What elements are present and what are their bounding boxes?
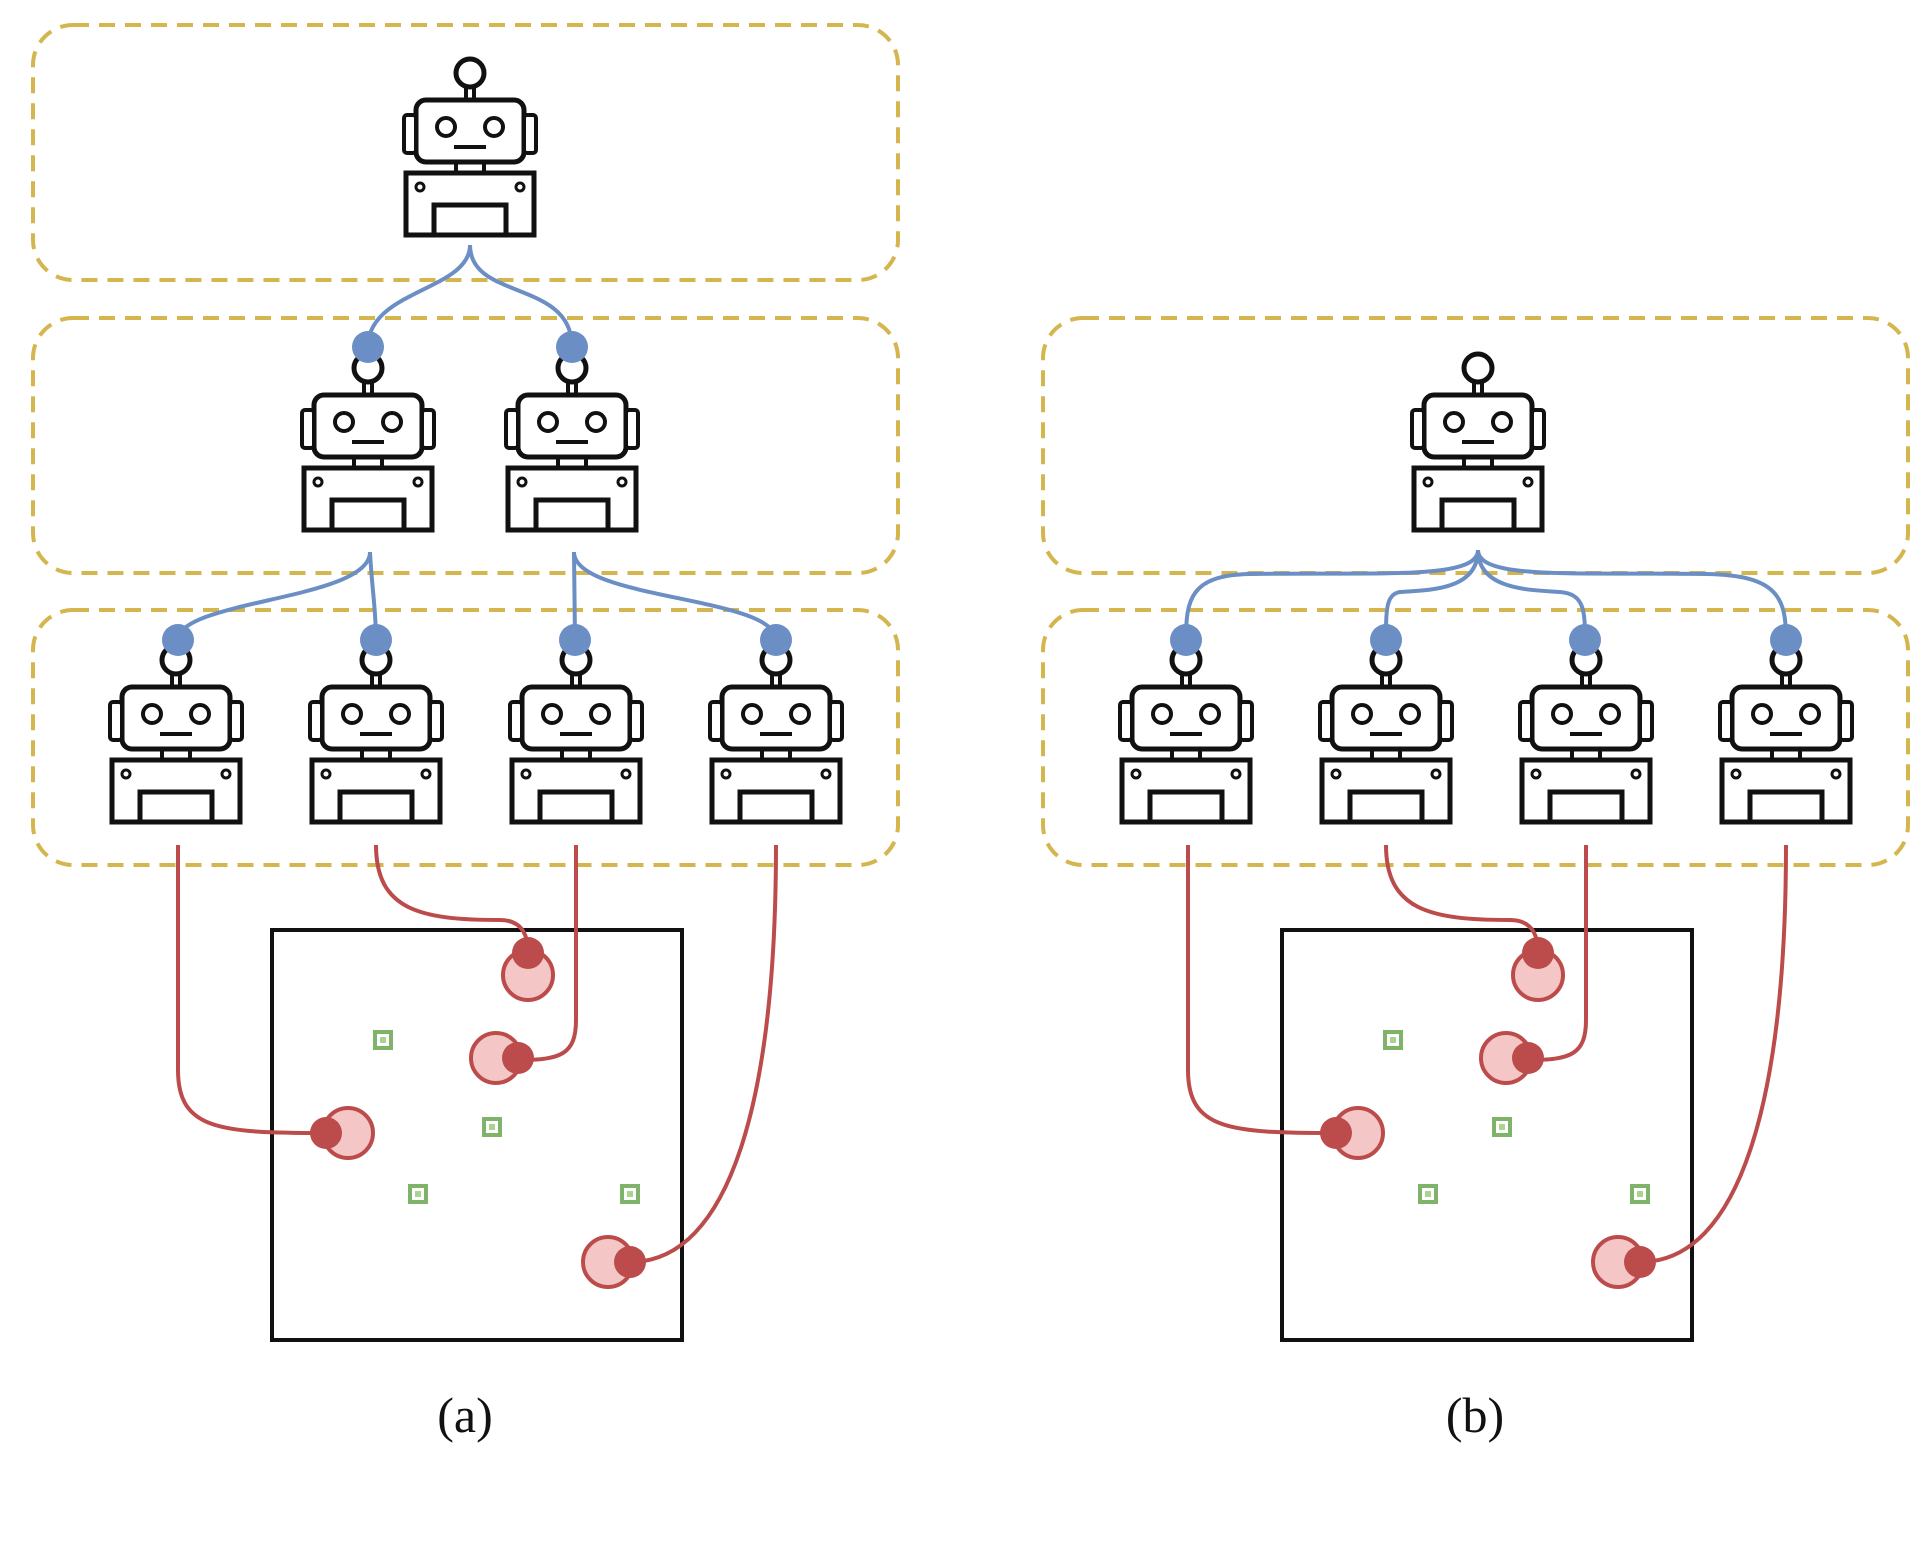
connector-dot-icon	[1770, 624, 1802, 656]
robot-icon	[1520, 646, 1652, 822]
hierarchy-links-a	[176, 244, 778, 641]
robot-icon	[510, 646, 642, 822]
agent-circle-icon	[1591, 1235, 1658, 1289]
landmark-square-icon	[1418, 1184, 1438, 1204]
panel-caption: (a)	[437, 1387, 493, 1443]
robot-icon	[1412, 354, 1544, 530]
environment-box-a	[270, 928, 684, 1342]
robot-icon	[110, 646, 242, 822]
connector-dot-icon	[1370, 624, 1402, 656]
panel-a: (a)	[31, 23, 900, 1443]
robot-icon	[1120, 646, 1252, 822]
hierarchy-links-b	[1184, 549, 1788, 641]
panel-caption: (b)	[1446, 1387, 1504, 1443]
landmark-square-icon	[1492, 1117, 1512, 1137]
environment-box-b	[1280, 928, 1694, 1342]
agent-circle-icon	[581, 1235, 648, 1289]
panel-b: (b)	[1041, 316, 1910, 1443]
landmark-square-icon	[620, 1184, 640, 1204]
landmark-square-icon	[373, 1030, 393, 1050]
robot-icon	[1320, 646, 1452, 822]
connector-dot-icon	[556, 331, 588, 363]
agent-circle-icon	[469, 1031, 536, 1085]
connector-dot-icon	[760, 624, 792, 656]
landmark-square-icon	[1630, 1184, 1650, 1204]
landmark-square-icon	[1383, 1030, 1403, 1050]
connector-dot-icon	[559, 624, 591, 656]
robot-icon	[710, 646, 842, 822]
layer-box-b-bottom	[1041, 608, 1910, 867]
agent-circle-icon	[308, 1106, 375, 1160]
agent-links-a	[176, 844, 778, 1264]
layer-box-a-middle	[31, 316, 900, 575]
layer-box-b-top	[1041, 316, 1910, 575]
connector-dot-icon	[352, 331, 384, 363]
robot-icon	[1720, 646, 1852, 822]
agent-circle-icon	[501, 935, 555, 1002]
connector-dot-icon	[1569, 624, 1601, 656]
robot-icon	[302, 354, 434, 530]
connector-dot-icon	[1170, 624, 1202, 656]
robot-icon	[310, 646, 442, 822]
robot-icon	[506, 354, 638, 530]
landmark-square-icon	[482, 1117, 502, 1137]
landmark-square-icon	[408, 1184, 428, 1204]
layer-box-a-top	[31, 23, 900, 282]
connector-dot-icon	[162, 624, 194, 656]
agent-circle-icon	[1511, 935, 1565, 1002]
agent-circle-icon	[1479, 1031, 1546, 1085]
agent-circle-icon	[1318, 1106, 1385, 1160]
robot-icon	[404, 59, 536, 235]
connector-dot-icon	[360, 624, 392, 656]
layer-box-a-bottom	[31, 608, 900, 867]
